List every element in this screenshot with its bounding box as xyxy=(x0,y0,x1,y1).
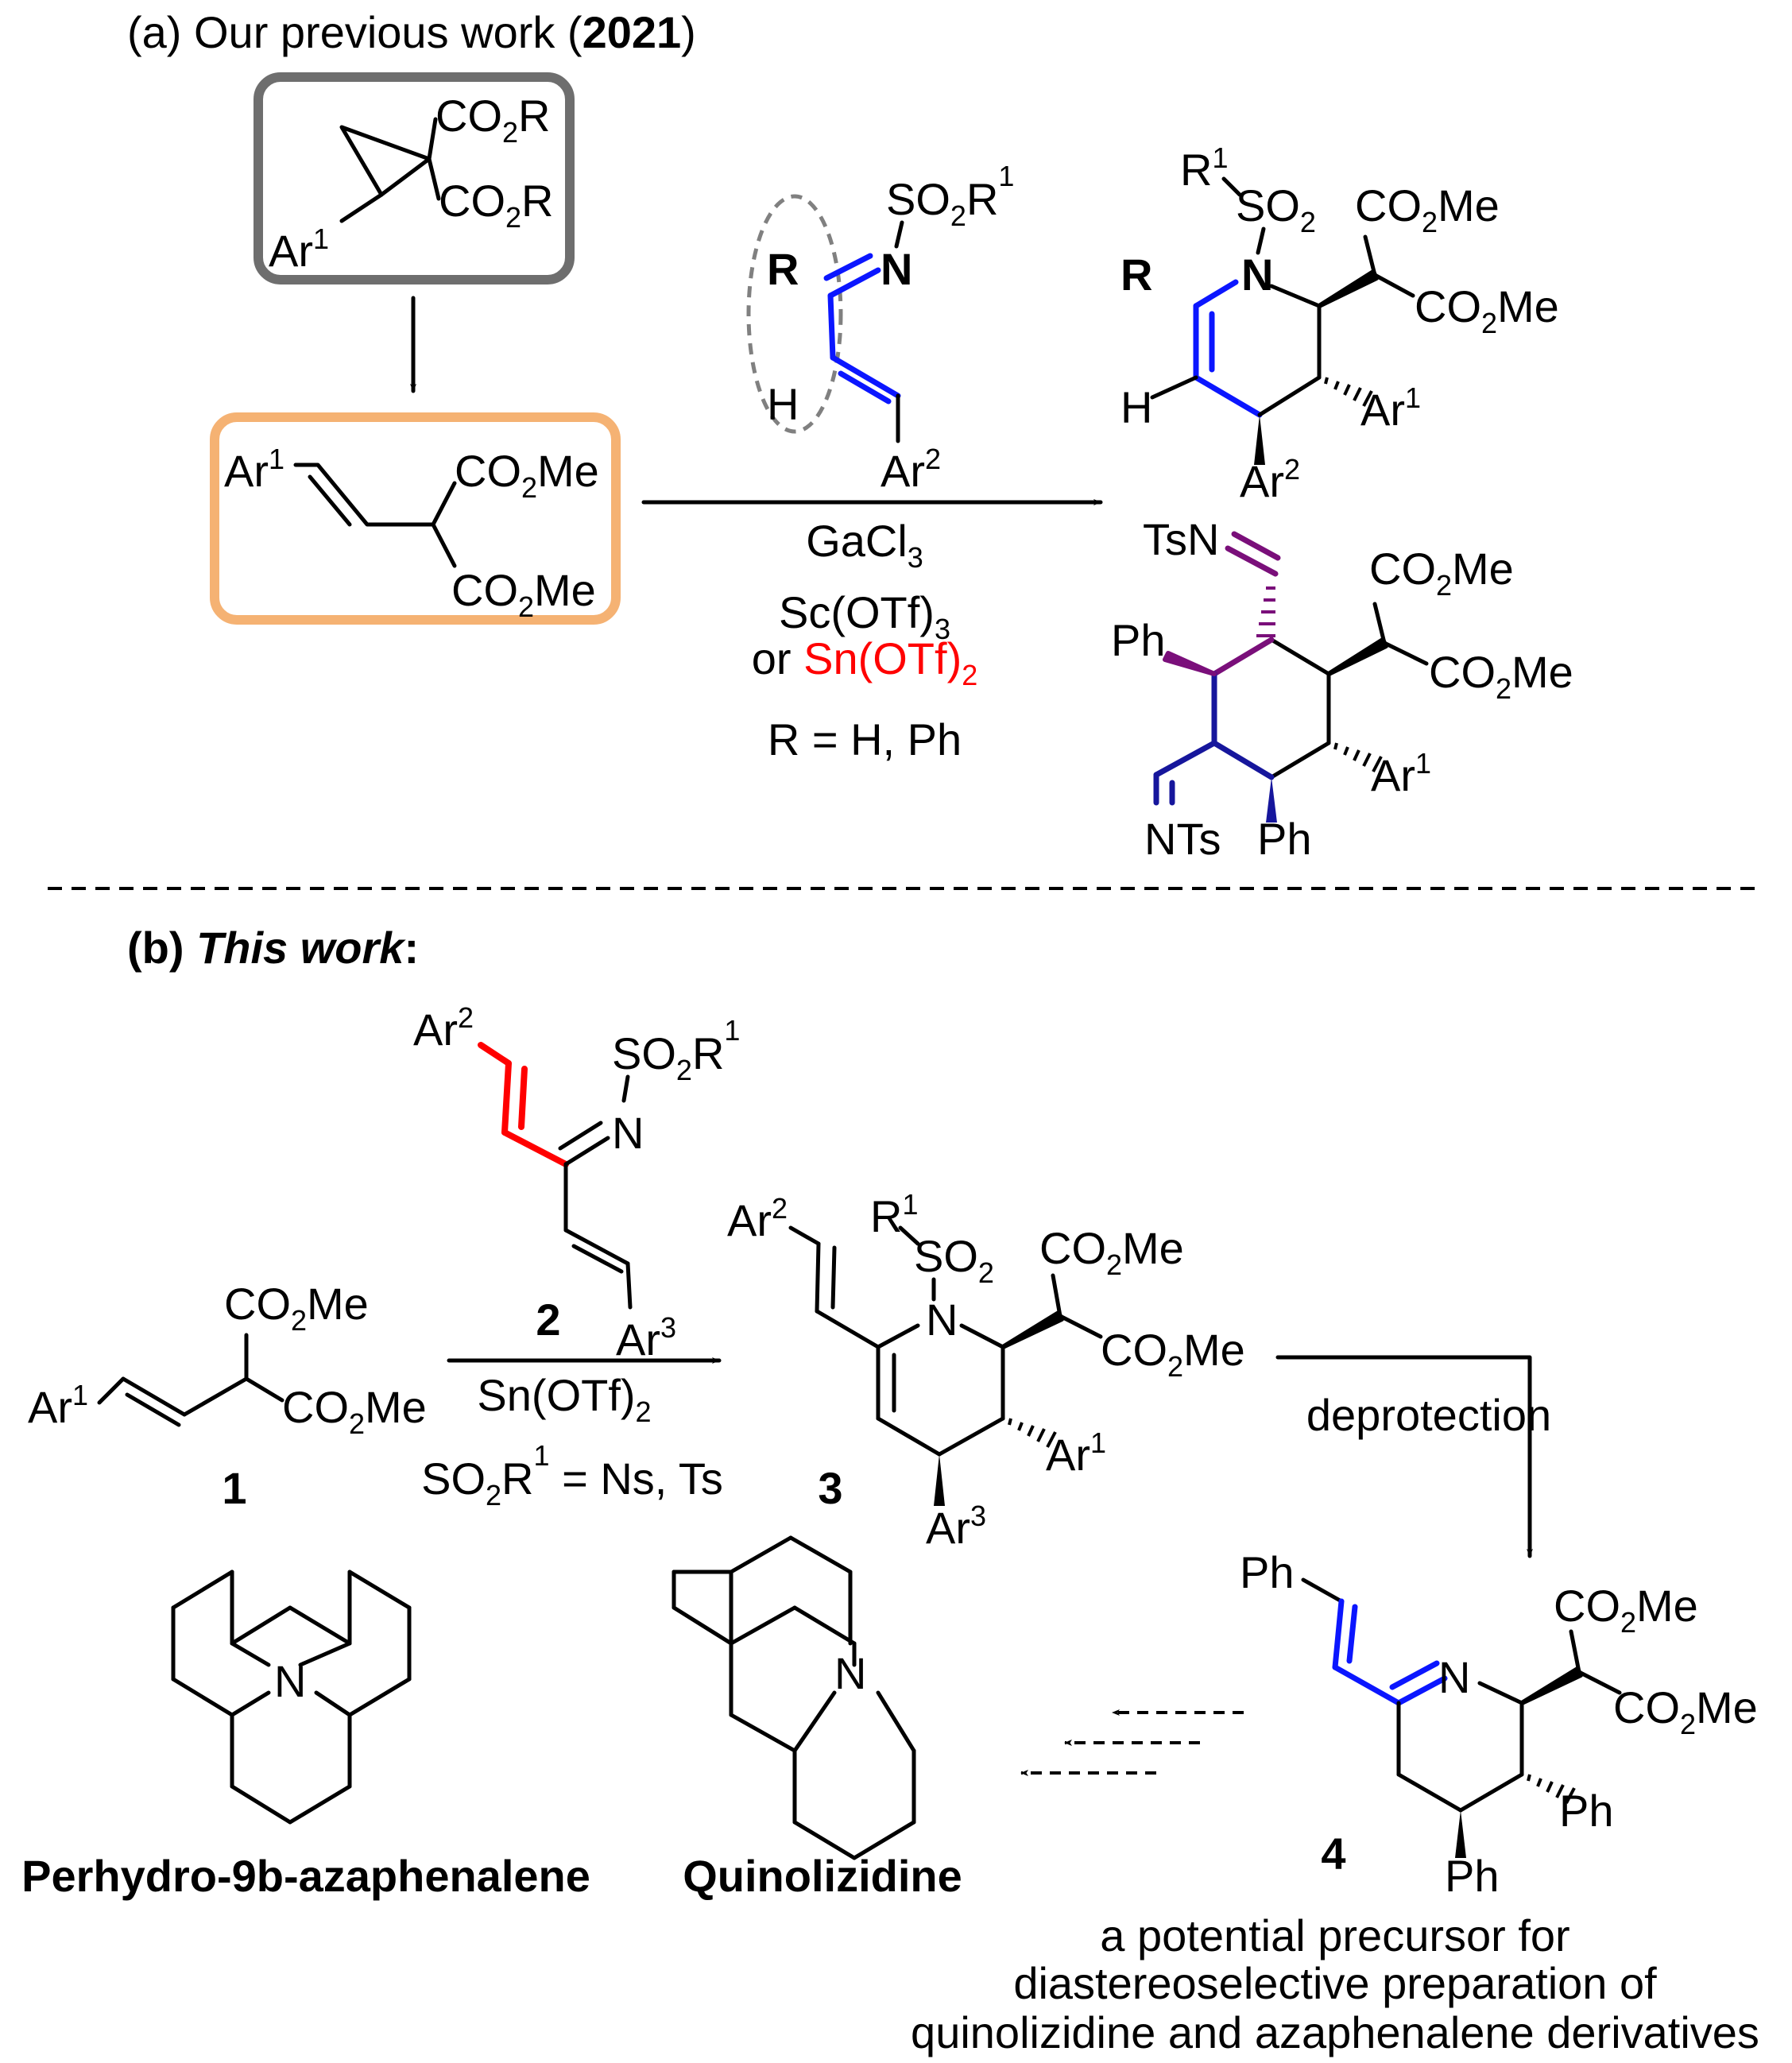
ring-nitrogen-label-product: N xyxy=(1241,250,1273,300)
compound-number-4: 4 xyxy=(1321,1829,1345,1879)
deprotection-label: deprotection xyxy=(1306,1390,1551,1440)
dashed-highlight-ellipse xyxy=(746,194,843,434)
azadiene-reagent-a: SO2R1 N R H Ar2 xyxy=(746,160,1014,496)
co2me-label-cyclohexane-top: CO2Me xyxy=(1369,544,1514,602)
condition-scotf3: Sc(OTf)3 xyxy=(779,587,950,645)
compound-number-1: 1 xyxy=(222,1463,246,1513)
co2me-label-cyclohexane-bottom: CO2Me xyxy=(1429,647,1573,705)
caption-line-2: diastereoselective preparation of xyxy=(1013,1958,1657,2008)
section-b-heading: (b) This work: xyxy=(127,923,419,973)
quinolizidine-structure: N Quinolizidine xyxy=(672,1535,962,1901)
h-label-product: H xyxy=(1120,382,1152,432)
perhydro-azaphenalene-structure: N Perhydro-9b-azaphenalene xyxy=(21,1570,590,1901)
ar1-label-c1: Ar1 xyxy=(28,1379,88,1432)
so2r1-label-a: SO2R1 xyxy=(886,160,1014,232)
imine-n-label-reagent: N xyxy=(612,1108,644,1158)
ar2-label-c3: Ar2 xyxy=(727,1192,788,1245)
deprotection-arrow xyxy=(1275,1355,1532,1554)
azaphenalene-name: Perhydro-9b-azaphenalene xyxy=(21,1851,590,1901)
cyclohexane-byproduct-a: TsN CO2Me CO2Me Ph Ar1 xyxy=(1111,514,1573,864)
reagent-number-2: 2 xyxy=(536,1295,560,1345)
caption-line-1: a potential precursor for xyxy=(1100,1910,1569,1960)
compound-number-3: 3 xyxy=(818,1463,842,1513)
quinolizidine-name: Quinolizidine xyxy=(683,1851,962,1901)
ar1-label: Ar1 xyxy=(269,223,329,276)
r1-label-c3: R1 xyxy=(870,1188,918,1241)
ph-label-cyclohexane-bottom: Ph xyxy=(1257,814,1312,864)
imine-n-label-c4: N xyxy=(1438,1652,1470,1702)
compound-1-structure: Ar1 CO2Me CO2Me 1 xyxy=(28,1279,427,1513)
condition-b-catalyst: Sn(OTf)2 xyxy=(477,1370,651,1428)
ph-label-c4-vinyl: Ph xyxy=(1240,1547,1295,1597)
ar1-label-cyclohexane: Ar1 xyxy=(1371,747,1431,800)
condition-gacl3: GaCl3 xyxy=(806,516,923,574)
so2-label-product: SO2 xyxy=(1236,180,1316,238)
imine-nitrogen-label: N xyxy=(881,244,912,294)
tsn-label: TsN xyxy=(1143,514,1219,564)
ring-n-label-c3: N xyxy=(926,1295,958,1345)
co2r-label-top: CO2R xyxy=(435,91,550,149)
so2r1-label-reagent: SO2R1 xyxy=(612,1014,740,1086)
co2me-label-c1-bottom: CO2Me xyxy=(282,1382,427,1440)
ar1-label-diester: Ar1 xyxy=(224,443,284,496)
co2me-label-product-bottom: CO2Me xyxy=(1415,281,1559,339)
future-transformation-arrows xyxy=(1020,1709,1244,1776)
h-label-a: H xyxy=(767,379,799,429)
caption-line-3: quinolizidine and azaphenalene derivativ… xyxy=(911,2007,1759,2057)
ar1-label-product: Ar1 xyxy=(1360,381,1421,435)
co2me-label-c3-bottom: CO2Me xyxy=(1101,1325,1245,1383)
r1-label-product: R1 xyxy=(1180,141,1228,195)
ar3-label-c3: Ar3 xyxy=(926,1500,986,1553)
so2r1-definition: SO2R1 = Ns, Ts xyxy=(421,1439,723,1511)
section-a-heading: (a) Our previous work (2021) xyxy=(127,7,696,57)
so2-label-c3: SO2 xyxy=(914,1231,994,1289)
co2me-label-c1-top: CO2Me xyxy=(224,1279,369,1337)
co2me-label-top: CO2Me xyxy=(455,446,599,504)
condition-snotf2: or Sn(OTf)2 xyxy=(752,633,978,691)
cyclopropane-highlight-box xyxy=(254,72,575,284)
ar2-label-product: Ar2 xyxy=(1240,453,1300,506)
compound-4-structure: Ph N CO2Me CO2Me Ph Ph 4 xyxy=(1240,1547,1758,1901)
co2r-label-bottom: CO2R xyxy=(439,176,553,234)
ph-label-c4-bottom: Ph xyxy=(1445,1851,1500,1901)
compound-3-structure: Ar2 R1 SO2 N CO2Me CO2Me Ar1 Ar3 3 xyxy=(727,1188,1245,1553)
ph-label-cyclohexane-top: Ph xyxy=(1111,615,1166,665)
co2me-label-product-top: CO2Me xyxy=(1355,180,1500,238)
cyclopropane-structure: CO2R CO2R Ar1 xyxy=(269,91,553,276)
azaphenalene-n-label: N xyxy=(274,1656,306,1706)
reagent-2-structure: Ar2 SO2R1 N Ar3 2 xyxy=(413,1001,740,1364)
co2me-label-c3-top: CO2Me xyxy=(1039,1223,1184,1281)
co2me-label-c4-bottom: CO2Me xyxy=(1613,1682,1758,1740)
ar2-label-a: Ar2 xyxy=(881,443,941,496)
r-substituent-label: R xyxy=(767,244,799,294)
diester-structure-a: Ar1 CO2Me CO2Me xyxy=(224,443,599,623)
quinolizidine-n-label: N xyxy=(834,1648,866,1698)
ar1-label-c3: Ar1 xyxy=(1046,1426,1106,1480)
ar3-label-reagent: Ar3 xyxy=(616,1311,676,1364)
nts-label: NTs xyxy=(1144,814,1221,864)
diester-highlight-box xyxy=(210,412,621,625)
co2me-label-bottom: CO2Me xyxy=(451,565,596,623)
r-definition: R = H, Ph xyxy=(768,714,962,764)
tetrahydropyridine-product-a: R1 SO2 CO2Me CO2Me N R H Ar1 Ar2 xyxy=(1120,141,1559,506)
r-label-product: R xyxy=(1120,250,1152,300)
ar2-label-reagent: Ar2 xyxy=(413,1001,474,1055)
co2me-label-c4-top: CO2Me xyxy=(1554,1581,1698,1639)
ph-label-c4-ring: Ph xyxy=(1559,1786,1614,1836)
